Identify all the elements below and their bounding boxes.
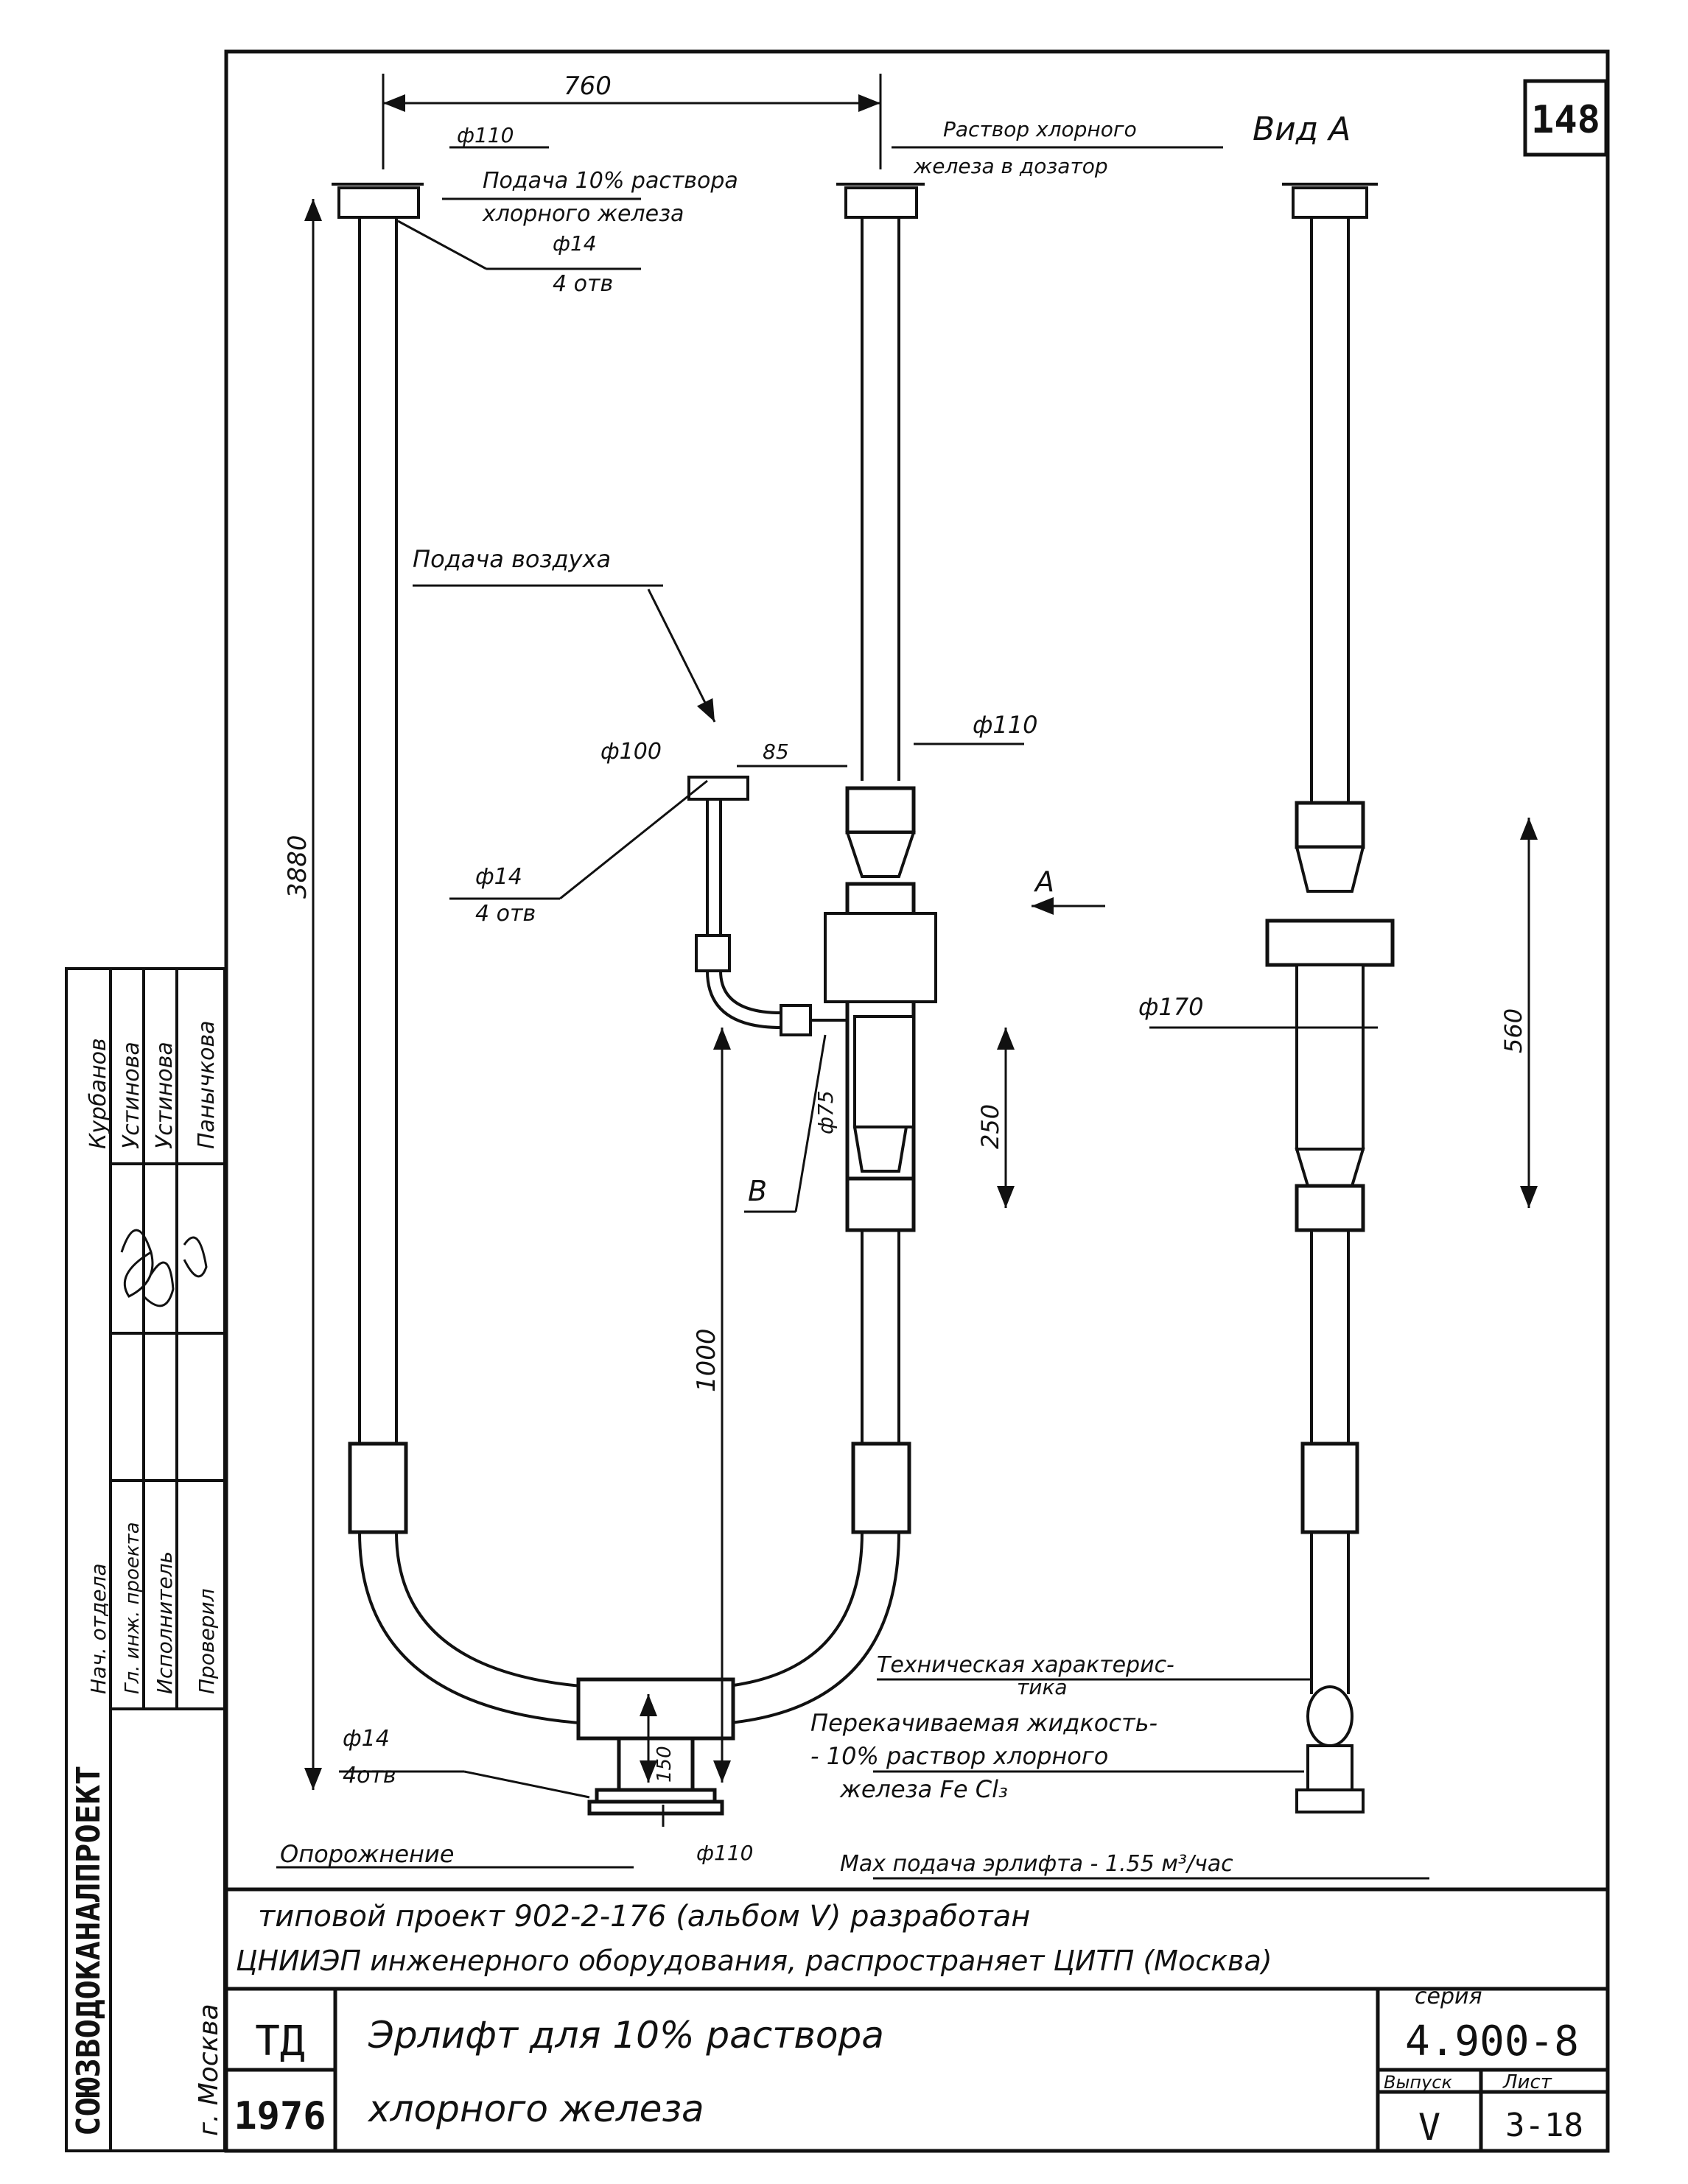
label-tech-title: Техническая характерис- bbox=[877, 1652, 1174, 1678]
sheet-number: 148 bbox=[1531, 98, 1600, 142]
label-tech-title-2: тика bbox=[1017, 1675, 1068, 1699]
leader-lines bbox=[276, 146, 1429, 1880]
label-tech-line1: Перекачиваемая жидкость- bbox=[810, 1709, 1158, 1737]
label-top-flange-dia: ф110 bbox=[457, 123, 514, 147]
label-air-bolts-count: 4 отв bbox=[475, 901, 536, 927]
side-stamp-name-3: Устинова bbox=[152, 1042, 178, 1149]
label-bottom-flange-dia: ф110 bbox=[696, 1841, 753, 1865]
side-stamp-name-2: Устинова bbox=[119, 1042, 144, 1149]
label-bottom-bolts-count: 4отв bbox=[343, 1763, 396, 1788]
right-view-riser bbox=[1265, 183, 1395, 1813]
side-stamp bbox=[65, 967, 226, 2152]
label-top-width: 760 bbox=[564, 71, 612, 101]
label-out-solution-2: железа в дозатор bbox=[913, 154, 1108, 178]
label-supply-solution: Подача 10% раствора bbox=[483, 168, 738, 194]
label-air-offset: 85 bbox=[763, 740, 789, 764]
side-stamp-name-1: Курбанов bbox=[85, 1038, 111, 1149]
side-stamp-role-4: Проверил bbox=[195, 1588, 219, 1694]
footer-line1: типовой проект 902-2-176 (альбом V) разр… bbox=[258, 1900, 1030, 1934]
title-block bbox=[226, 1887, 1608, 2151]
label-out-solution: Раствор хлорного bbox=[943, 117, 1137, 141]
label-tech-line3: железа Fe Cl₃ bbox=[839, 1775, 1008, 1803]
section-marker: В bbox=[748, 1175, 767, 1207]
label-body-height: 560 bbox=[1499, 1008, 1527, 1053]
side-stamp-org: СОЮЗВОДОКАНАЛПРОЕКТ bbox=[70, 1766, 108, 2136]
left-supply-pipe bbox=[332, 183, 424, 1534]
footer-seria: 4.900-8 bbox=[1405, 2018, 1579, 2065]
side-stamp-role-1: Нач. отдела bbox=[86, 1563, 111, 1694]
side-stamp-city: г. Москва bbox=[194, 2004, 224, 2136]
label-lower-height: 1000 bbox=[692, 1328, 721, 1392]
footer-title1: Эрлифт для 10% раствора bbox=[368, 2014, 884, 2057]
drawing-labels: 760 ф110 Подача 10% раствора хлорного же… bbox=[280, 71, 1351, 1877]
footer-list-label: Лист bbox=[1502, 2071, 1552, 2093]
footer-line2: ЦНИИЭП инженерного оборудования, распрос… bbox=[236, 1945, 1272, 1977]
footer-year: 1976 bbox=[234, 2094, 326, 2138]
footer-list: 3-18 bbox=[1505, 2107, 1583, 2144]
label-bottom-bolts: ф14 bbox=[343, 1726, 390, 1752]
u-bend bbox=[358, 1531, 900, 1725]
side-stamp-role-3: Исполнитель bbox=[153, 1551, 177, 1694]
label-total-height: 3880 bbox=[283, 835, 312, 899]
label-tech-line2: - 10% раствор хлорного bbox=[810, 1742, 1108, 1770]
label-drain: Опорожнение bbox=[280, 1840, 454, 1868]
label-inner-height: 250 bbox=[976, 1104, 1004, 1149]
footer-td: ТД bbox=[255, 2018, 304, 2065]
side-stamp-role-2: Гл. инж. проекта bbox=[122, 1522, 144, 1694]
signatures bbox=[120, 1229, 208, 1307]
view-marker: А bbox=[1033, 865, 1054, 898]
label-body-dia: ф170 bbox=[1138, 993, 1203, 1021]
label-bolt-holes: ф14 bbox=[553, 231, 597, 256]
label-supply-solution-2: хлорного железа bbox=[482, 201, 684, 227]
label-bolt-holes-count: 4 отв bbox=[553, 271, 613, 297]
label-air-bolts: ф14 bbox=[475, 864, 522, 890]
label-nozzle-dia: ф75 bbox=[813, 1090, 838, 1134]
footer-seria-label: серия bbox=[1415, 1984, 1482, 2009]
label-air-flange-dia: ф100 bbox=[600, 739, 662, 765]
view-label: Вид А bbox=[1253, 110, 1351, 148]
label-tech-line4: Max подача эрлифта - 1.55 м³/час bbox=[840, 1851, 1233, 1877]
middle-riser bbox=[824, 183, 937, 1534]
footer-title2: хлорного железа bbox=[367, 2088, 704, 2130]
side-stamp-name-4: Панычкова bbox=[194, 1020, 220, 1149]
footer-vypusk: V bbox=[1418, 2106, 1440, 2149]
sheet-number-box bbox=[1523, 79, 1608, 157]
footer-vypusk-label: Выпуск bbox=[1384, 2072, 1453, 2093]
dimension-lines bbox=[304, 74, 1538, 1827]
label-bottom-height: 150 bbox=[654, 1746, 676, 1783]
label-riser-flange-dia: ф110 bbox=[973, 711, 1037, 739]
air-supply-branch bbox=[687, 776, 847, 1036]
sheet-frame bbox=[224, 49, 1610, 2153]
label-air-supply: Подача воздуха bbox=[413, 545, 611, 573]
